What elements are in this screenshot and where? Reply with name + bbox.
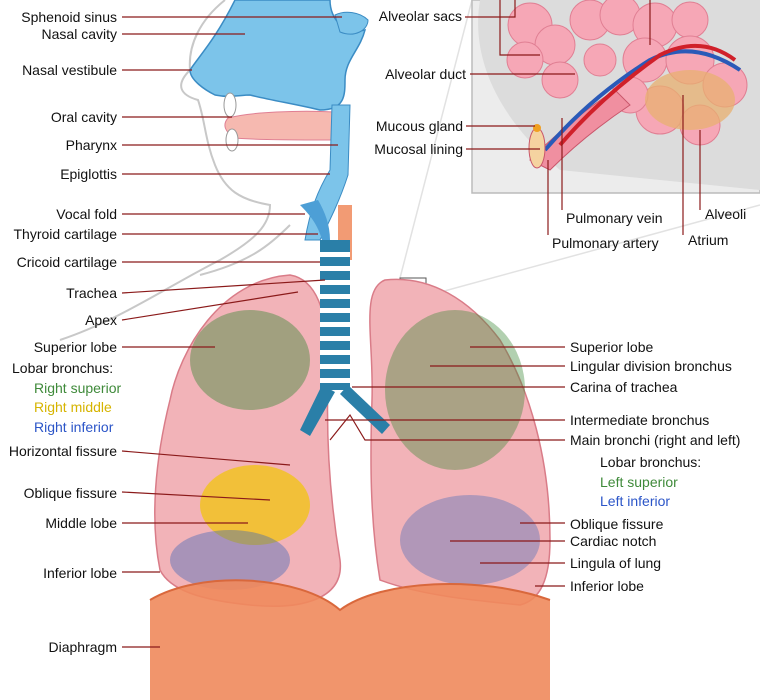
label-cricoid-cartilage: Cricoid cartilage bbox=[16, 254, 117, 270]
label-nasal-cavity: Nasal cavity bbox=[41, 26, 117, 42]
left-inferior-bronchus bbox=[400, 495, 540, 585]
leader-lines bbox=[121, 0, 701, 648]
label-alveoli: Alveoli bbox=[705, 206, 747, 222]
label-pulmonary-artery: Pulmonary artery bbox=[552, 235, 659, 251]
lobar-bronchus-left-superior: Left superior bbox=[600, 474, 678, 490]
label-intermediate-bronchus: Intermediate bronchus bbox=[570, 412, 710, 428]
lobar-bronchus-left-heading: Lobar bronchus: bbox=[600, 454, 702, 470]
lobar-bronchus-left-inferior: Left inferior bbox=[600, 493, 671, 509]
label-epiglottis: Epiglottis bbox=[60, 166, 117, 182]
lobar-bronchus-right-heading: Lobar bronchus: bbox=[12, 360, 114, 376]
neck-outline bbox=[199, 224, 291, 276]
mucosal-lining-ring bbox=[528, 127, 546, 169]
tooth-upper bbox=[223, 92, 237, 118]
label-mucosal-lining: Mucosal lining bbox=[374, 141, 463, 157]
trachea bbox=[300, 240, 390, 436]
left-superior-bronchus bbox=[385, 310, 525, 470]
atrium-highlight bbox=[645, 70, 735, 130]
right-inferior-bronchus bbox=[170, 530, 290, 590]
label-diaphragm: Diaphragm bbox=[48, 639, 117, 655]
label-pharynx: Pharynx bbox=[65, 137, 117, 153]
label-trachea: Trachea bbox=[66, 285, 117, 301]
label-nasal-vestibule: Nasal vestibule bbox=[22, 62, 117, 78]
label-superior-lobe-left: Superior lobe bbox=[570, 339, 654, 355]
label-carina-of-trachea: Carina of trachea bbox=[570, 379, 678, 395]
inset-connector bbox=[425, 204, 760, 297]
label-oral-cavity: Oral cavity bbox=[50, 109, 117, 125]
label-superior-lobe-right: Superior lobe bbox=[33, 339, 117, 355]
right-superior-bronchus bbox=[190, 310, 310, 410]
label-oblique-fissure-left: Oblique fissure bbox=[570, 516, 664, 532]
label-inferior-lobe-left: Inferior lobe bbox=[570, 578, 644, 594]
label-alveolar-duct: Alveolar duct bbox=[385, 66, 466, 82]
label-lingula-of-lung: Lingula of lung bbox=[570, 555, 662, 571]
label-middle-lobe: Middle lobe bbox=[45, 515, 117, 531]
label-inferior-lobe-right: Inferior lobe bbox=[43, 565, 117, 581]
label-horizontal-fissure: Horizontal fissure bbox=[8, 443, 117, 459]
diaphragm-top bbox=[149, 579, 551, 612]
lobar-bronchus-right-inferior: Right inferior bbox=[34, 419, 114, 435]
larynx-shape bbox=[300, 200, 330, 240]
label-vocal-fold: Vocal fold bbox=[56, 206, 117, 222]
label-oblique-fissure-right: Oblique fissure bbox=[23, 485, 117, 501]
label-lingular-division-bronchus: Lingular division bronchus bbox=[570, 358, 732, 374]
label-sphenoid-sinus: Sphenoid sinus bbox=[21, 9, 117, 25]
oral-cavity-shape bbox=[224, 110, 341, 141]
label-main-bronchi: Main bronchi (right and left) bbox=[570, 432, 741, 448]
pulmonary-vein-vessel bbox=[558, 43, 737, 147]
sphenoid-sinus-shape bbox=[334, 11, 369, 35]
label-alveolar-sacs: Alveolar sacs bbox=[378, 8, 462, 24]
label-mucous-gland: Mucous gland bbox=[375, 118, 463, 134]
mucous-gland-dot bbox=[533, 124, 541, 132]
right-middle-bronchus bbox=[200, 465, 310, 545]
lobar-bronchus-right-middle: Right middle bbox=[34, 399, 112, 415]
inset-connector bbox=[399, 0, 473, 279]
label-atrium: Atrium bbox=[688, 232, 729, 248]
label-cardiac-notch: Cardiac notch bbox=[570, 533, 657, 549]
label-thyroid-cartilage: Thyroid cartilage bbox=[13, 226, 118, 242]
tooth-lower bbox=[225, 128, 239, 152]
label-pulmonary-vein: Pulmonary vein bbox=[566, 210, 663, 226]
label-apex: Apex bbox=[85, 312, 117, 328]
lobar-bronchus-right-superior: Right superior bbox=[34, 380, 122, 396]
diaphragm-shape bbox=[150, 580, 550, 700]
